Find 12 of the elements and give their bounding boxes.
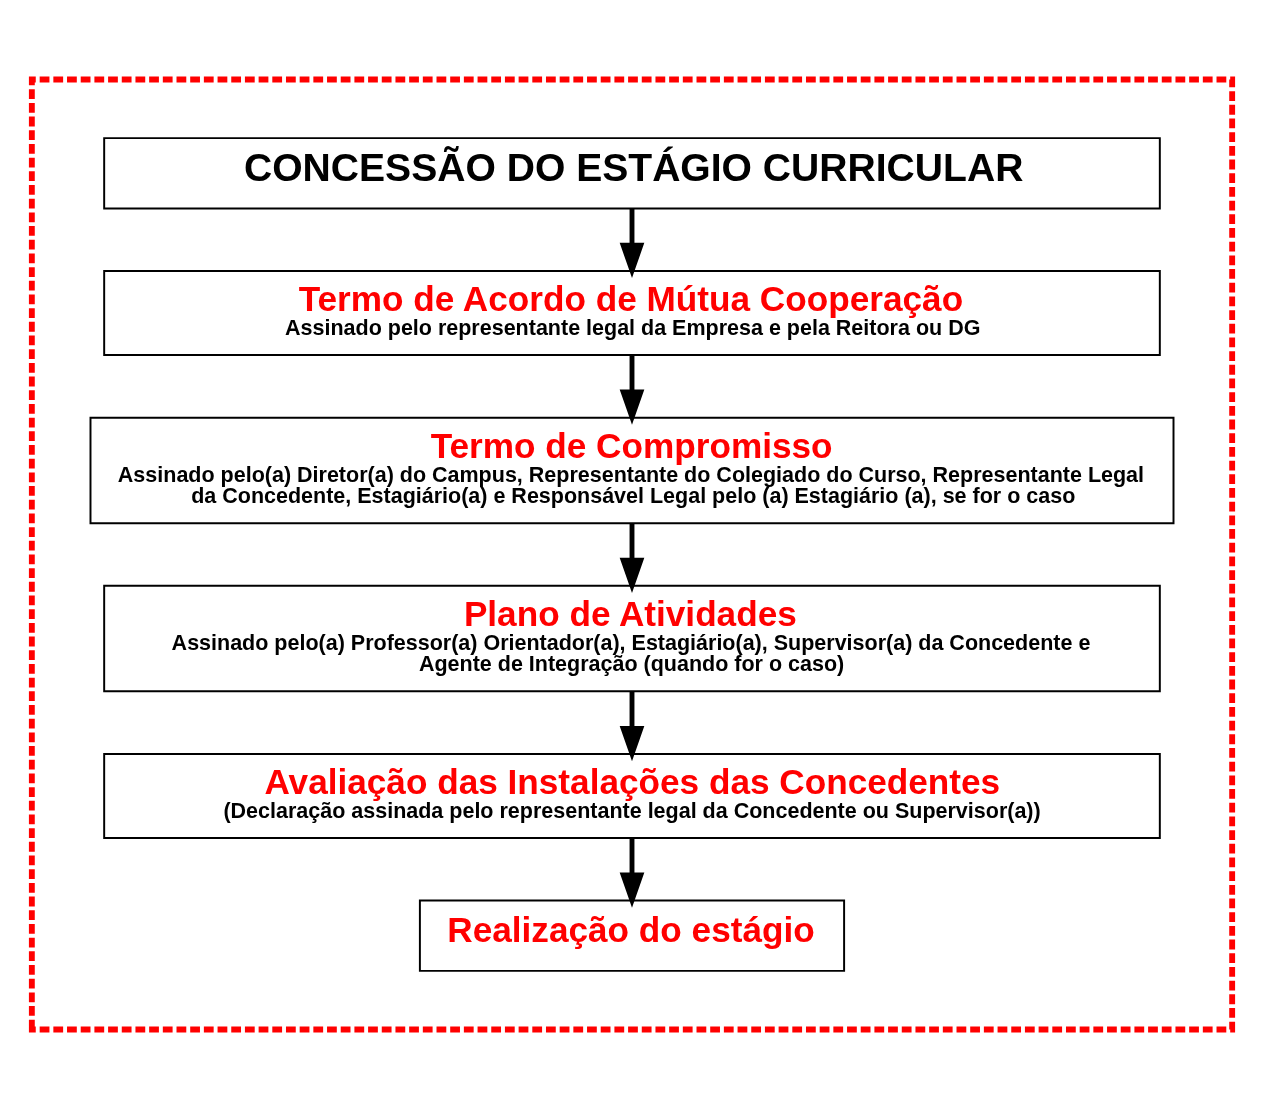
arrow bbox=[619, 355, 645, 425]
node-box: Plano de Atividades Assinado pelo(a) Professor(a) Orientador(a), Estagiário(a), Supervisor(a) da Concedente e Agente de Integração (quando for o caso) bbox=[103, 584, 1161, 693]
arrow bbox=[619, 208, 645, 279]
node-box: Avaliação das Instalações das Concedentes (Declaração assinada pelo representante legal da Concedente ou Supervisor(a)) bbox=[103, 752, 1161, 839]
node-box: Termo de Acordo de Mútua Cooperação Assinado pelo representante legal da Empresa e pela Reitora ou DG bbox=[103, 270, 1161, 357]
arrow bbox=[619, 838, 645, 908]
node-box: Termo de Compromisso Assinado pelo(a) Diretor(a) do Campus, Representante do Colegiado do Curso, Representante Legal da Concedente, Estagiário(a) e Responsável Legal pelo (a) Estagiário (a), se for o caso bbox=[89, 416, 1175, 525]
arrow bbox=[619, 523, 645, 593]
cluster bbox=[28, 76, 1236, 1033]
arrow bbox=[619, 691, 645, 762]
node-box: Realização do estágio bbox=[418, 899, 846, 972]
node-box: CONCESSÃO DO ESTÁGIO CURRICULAR bbox=[103, 137, 1161, 210]
